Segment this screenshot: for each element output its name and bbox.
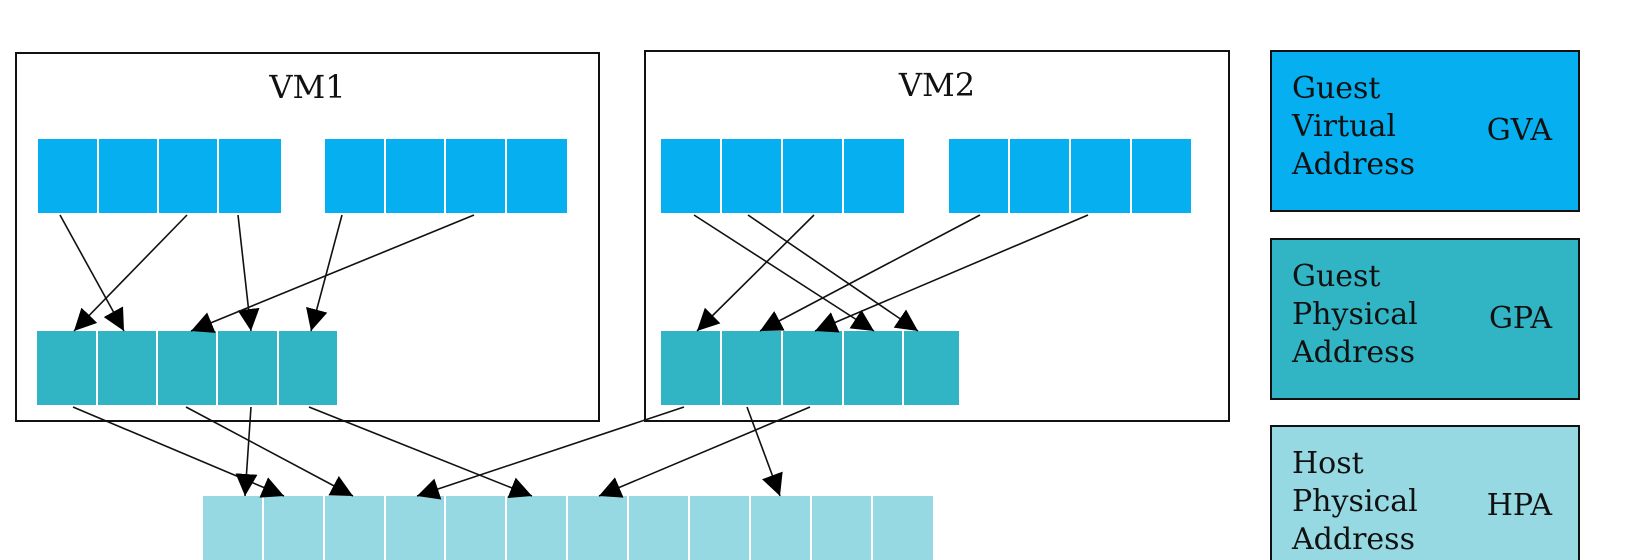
gpa-page bbox=[844, 331, 904, 405]
legend-hpa-abbr: HPA bbox=[1486, 488, 1552, 523]
hpa-page bbox=[812, 496, 873, 560]
gpa-page bbox=[218, 331, 279, 405]
gpa-page bbox=[158, 331, 218, 405]
gva-page bbox=[386, 139, 446, 213]
gva-page bbox=[159, 139, 219, 213]
vm2-gpa-row bbox=[661, 331, 959, 405]
legend-hpa-name: Host Physical Address bbox=[1292, 446, 1418, 557]
gpa-page bbox=[98, 331, 158, 405]
gva-page bbox=[99, 139, 159, 213]
legend-gva-name: Guest Virtual Address bbox=[1292, 71, 1415, 182]
hpa-page bbox=[325, 496, 386, 560]
gpa-page bbox=[722, 331, 783, 405]
vm1-gva-group-1 bbox=[38, 139, 281, 213]
gva-page bbox=[219, 139, 281, 213]
gva-page bbox=[722, 139, 783, 213]
vm1-title: VM1 bbox=[269, 68, 346, 106]
gpa-page bbox=[279, 331, 337, 405]
gva-page bbox=[325, 139, 386, 213]
gva-page bbox=[844, 139, 904, 213]
gva-page bbox=[783, 139, 844, 213]
gva-page bbox=[1071, 139, 1132, 213]
hpa-page bbox=[386, 496, 446, 560]
legend-gva-abbr: GVA bbox=[1486, 113, 1552, 148]
vm1-gva-group-2 bbox=[325, 139, 567, 213]
hpa-row bbox=[203, 496, 933, 560]
legend-gpa-abbr: GPA bbox=[1488, 301, 1552, 336]
hpa-page bbox=[568, 496, 629, 560]
gva-page bbox=[1132, 139, 1191, 213]
vm2-gva-group-2 bbox=[949, 139, 1191, 213]
legend-gpa: Guest Physical Address GPA bbox=[1270, 238, 1580, 400]
legend-hpa: Host Physical Address HPA bbox=[1270, 425, 1580, 560]
hpa-page bbox=[873, 496, 933, 560]
hpa-page bbox=[751, 496, 812, 560]
hpa-page bbox=[507, 496, 568, 560]
hpa-page bbox=[629, 496, 690, 560]
gpa-page bbox=[661, 331, 722, 405]
legend-gva: Guest Virtual Address GVA bbox=[1270, 50, 1580, 212]
vm2-gva-group-1 bbox=[661, 139, 904, 213]
vm1-gpa-row bbox=[37, 331, 337, 405]
gva-page bbox=[38, 139, 99, 213]
gva-page bbox=[446, 139, 507, 213]
gpa-page bbox=[904, 331, 959, 405]
legend-gpa-name: Guest Physical Address bbox=[1292, 259, 1418, 370]
gva-page bbox=[949, 139, 1010, 213]
gva-page bbox=[1010, 139, 1071, 213]
hpa-page bbox=[446, 496, 507, 560]
gpa-page bbox=[37, 331, 98, 405]
vm2-title: VM2 bbox=[898, 66, 976, 104]
hpa-page bbox=[203, 496, 264, 560]
hpa-page bbox=[690, 496, 751, 560]
gpa-page bbox=[783, 331, 844, 405]
gva-page bbox=[507, 139, 567, 213]
hpa-page bbox=[264, 496, 325, 560]
gva-page bbox=[661, 139, 722, 213]
